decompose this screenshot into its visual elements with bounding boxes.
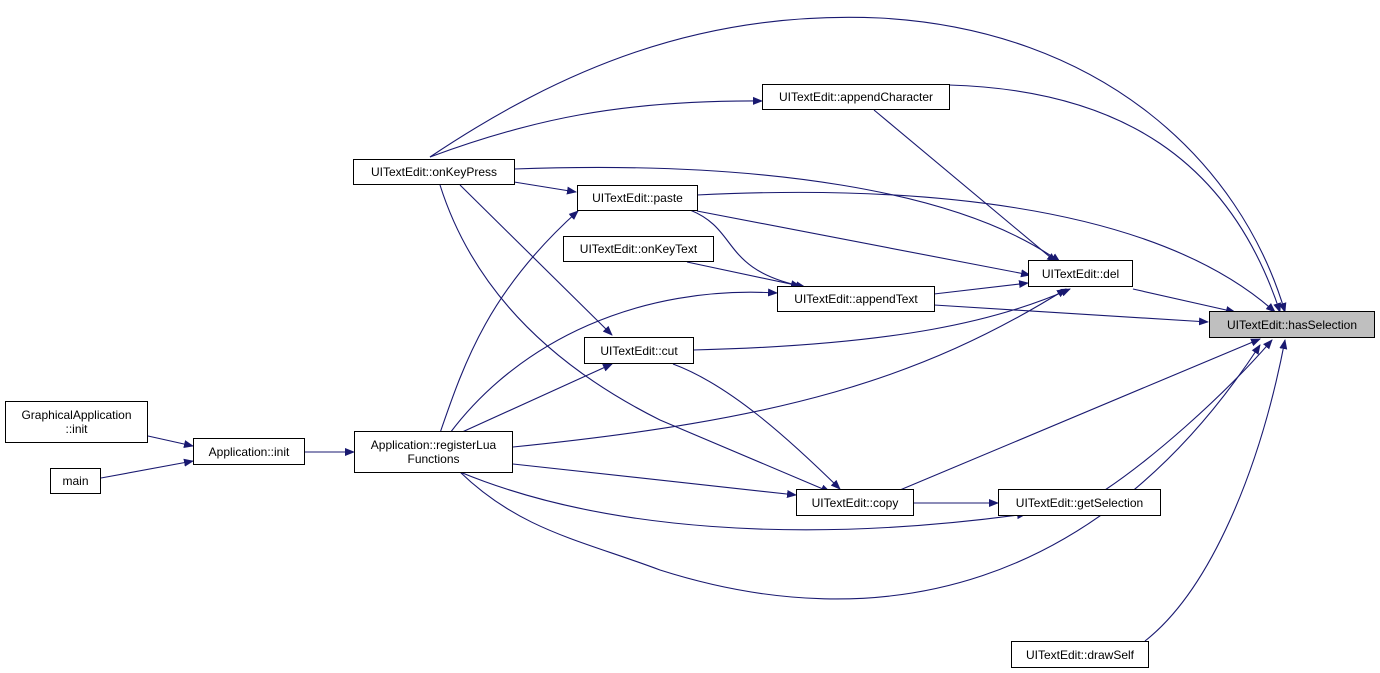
edge-cut-to-copy	[672, 363, 841, 490]
node-label: UITextEdit::appendText	[794, 292, 918, 306]
edge-draw-self-to-has-selection	[1144, 339, 1288, 642]
node-label: UITextEdit::drawSelf	[1025, 647, 1135, 662]
node-label: UITextEdit::del	[1041, 266, 1120, 281]
node-label-line1: Application::registerLua	[370, 438, 497, 452]
node-get-selection[interactable]: UITextEdit::getSelection	[998, 489, 1161, 516]
edge-onkeypress-to-paste	[513, 181, 577, 195]
edge-onkeypress-to-del	[513, 166, 1061, 263]
edge-del-to-has-selection	[1132, 288, 1236, 314]
edge-onkeypress-to-cut	[459, 184, 613, 336]
edge-register-to-has-selection	[459, 344, 1261, 600]
node-cut[interactable]: UITextEdit::cut	[584, 337, 694, 364]
edge-register-to-paste	[439, 210, 579, 434]
edge-append-char-to-del	[873, 109, 1057, 263]
node-application-init[interactable]: Application::init	[193, 438, 305, 465]
node-label-line1: GraphicalApplication	[21, 408, 132, 422]
node-label: UITextEdit::appendCharacter	[778, 90, 934, 104]
node-has-selection: UITextEdit::hasSelection	[1209, 311, 1375, 338]
node-copy[interactable]: UITextEdit::copy	[796, 489, 914, 516]
edge-register-to-del	[512, 288, 1067, 448]
node-label: UITextEdit::paste	[592, 191, 683, 205]
edge-cut-to-del	[692, 288, 1071, 351]
edge-graphical-init-to-app-init	[147, 435, 194, 448]
edge-paste-to-append-text	[689, 209, 806, 290]
node-append-character[interactable]: UITextEdit::appendCharacter	[762, 84, 950, 110]
node-del[interactable]: UITextEdit::del	[1028, 260, 1133, 287]
node-label: main	[62, 474, 89, 488]
node-graphical-application-init[interactable]: GraphicalApplication ::init	[5, 401, 148, 443]
node-on-key-text[interactable]: UITextEdit::onKeyText	[563, 236, 714, 262]
edge-copy-to-has-selection	[899, 338, 1261, 491]
node-paste[interactable]: UITextEdit::paste	[577, 185, 698, 211]
node-label: UITextEdit::getSelection	[1015, 495, 1144, 510]
edge-register-to-copy	[512, 463, 797, 498]
edge-append-char-to-has-selection	[948, 84, 1281, 313]
edge-register-to-get-selection	[459, 471, 1027, 531]
edge-main-to-app-init	[100, 458, 194, 479]
node-label-line2: ::init	[65, 422, 88, 436]
node-main[interactable]: main	[50, 468, 101, 494]
node-label: Application::init	[208, 444, 290, 459]
edge-onkeytext-to-append-text	[686, 261, 801, 289]
edge-get-selection-to-has-selection	[1104, 339, 1273, 491]
node-label: UITextEdit::cut	[600, 343, 678, 358]
edge-onkeypress-to-copy	[439, 184, 831, 493]
edge-paste-to-has-selection	[696, 191, 1276, 313]
edge-register-to-cut	[459, 363, 613, 434]
node-on-key-press[interactable]: UITextEdit::onKeyPress	[353, 159, 515, 185]
node-draw-self[interactable]: UITextEdit::drawSelf	[1011, 641, 1149, 668]
node-label-line2: Functions	[407, 452, 460, 466]
node-append-text[interactable]: UITextEdit::appendText	[777, 286, 935, 312]
edge-register-to-append-text	[449, 288, 778, 434]
edge-onkeypress-to-has-selection	[429, 16, 1287, 313]
edge-paste-to-del	[696, 210, 1031, 278]
node-label: UITextEdit::onKeyText	[579, 242, 698, 256]
edge-append-text-to-has-selection	[933, 304, 1209, 326]
node-label: UITextEdit::onKeyPress	[370, 165, 498, 179]
node-register-lua-functions[interactable]: Application::registerLua Functions	[354, 431, 513, 473]
edge-onkeypress-to-append-char	[429, 96, 763, 158]
edge-group	[100, 16, 1288, 642]
node-label: UITextEdit::hasSelection	[1226, 317, 1358, 332]
node-label: UITextEdit::copy	[811, 495, 899, 510]
edge-append-text-to-del	[933, 280, 1029, 295]
